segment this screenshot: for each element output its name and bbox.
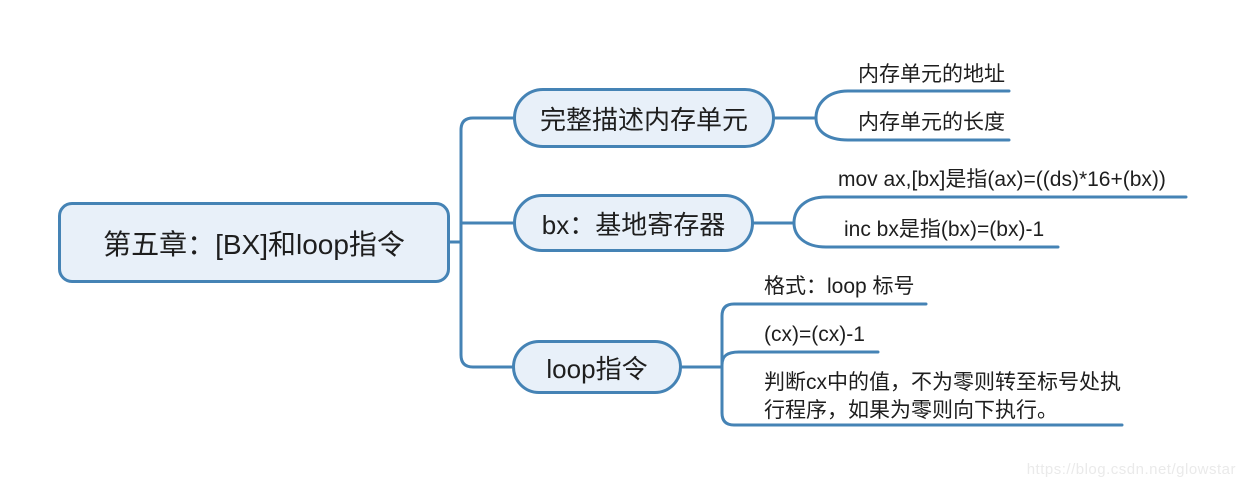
connector-b3-child2 [720,350,880,367]
topic-loop-instruction-label: loop指令 [546,353,648,384]
topic-bx-register-label: bx：基地寄存器 [541,209,726,240]
subtopic-loop-format[interactable]: 格式：loop 标号 [764,275,915,298]
connector-b2-child1 [792,195,1188,225]
topic-memory-unit-label: 完整描述内存单元 [539,104,748,135]
root-topic[interactable]: 第五章：[BX]和loop指令 [58,202,450,283]
topic-memory-unit[interactable]: 完整描述内存单元 [513,88,775,148]
connector-b2-child2 [792,221,1060,249]
subtopic-memory-address[interactable]: 内存单元的地址 [858,63,1005,86]
subtopic-memory-length[interactable]: 内存单元的长度 [858,111,1005,134]
subtopic-cx-decrement[interactable]: (cx)=(cx)-1 [764,323,865,346]
connector-b1-child1 [814,89,1011,120]
topic-bx-register[interactable]: bx：基地寄存器 [513,194,754,252]
root-topic-label: 第五章：[BX]和loop指令 [103,228,405,260]
topic-loop-instruction[interactable]: loop指令 [512,340,682,394]
connector-b3-child3 [720,365,1124,427]
subtopic-cx-judge[interactable]: 判断cx中的值，不为零则转至标号处执行程序，如果为零则向下执行。 [764,371,1121,422]
connector-b1-child2 [814,116,1011,142]
watermark-url: https://blog.csdn.net/glowstar [1026,461,1236,478]
subtopic-mov-ax-bx[interactable]: mov ax,[bx]是指(ax)=((ds)*16+(bx)) [838,168,1166,191]
connector-b3-child1 [720,302,928,369]
connector-trunk-upper [459,116,515,244]
subtopic-inc-bx[interactable]: inc bx是指(bx)=(bx)-1 [844,218,1045,241]
connector-trunk-lower [459,240,514,369]
